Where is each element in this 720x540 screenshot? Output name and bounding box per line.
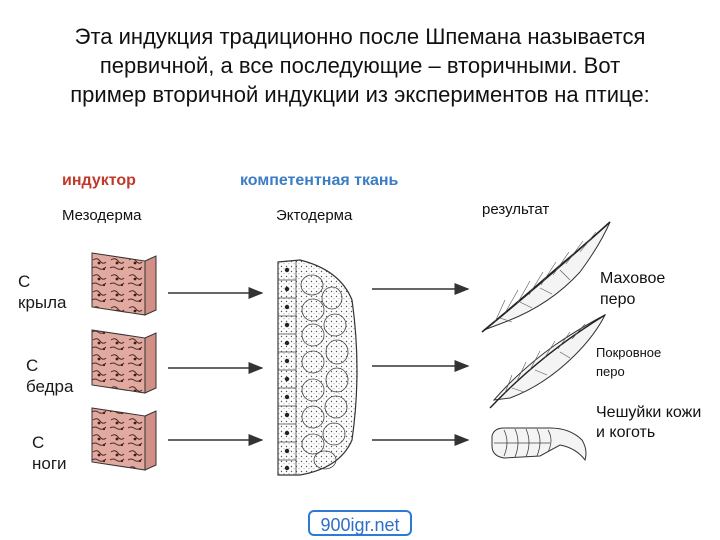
- mesoderm-label: Мезодерма: [62, 207, 142, 224]
- source-wing-label: С крыла: [18, 272, 67, 312]
- contour-feather-drawing: [489, 313, 607, 409]
- slide-title: Эта индукция традиционно после Шпемана н…: [70, 24, 650, 107]
- result-label: результат: [482, 201, 550, 218]
- inductor-header: индуктор: [62, 172, 136, 189]
- flight-feather-drawing: [481, 221, 611, 333]
- ectoderm-tissue: [277, 259, 358, 476]
- ectoderm-label: Эктодерма: [276, 207, 353, 224]
- mesoderm-block-thigh: [91, 329, 157, 394]
- source-leg-label: С ноги: [32, 433, 67, 473]
- result-flight-feather-label: Маховое перо: [600, 270, 666, 308]
- scales-claw-drawing: [491, 427, 587, 462]
- mesoderm-block-leg: [91, 407, 157, 471]
- competent-tissue-header: компетентная ткань: [240, 172, 399, 189]
- watermark-badge[interactable]: 900igr.net: [308, 510, 412, 536]
- result-scales-claw-label: Чешуйки кожи и коготь: [596, 404, 702, 441]
- mesoderm-block-wing: [91, 252, 157, 316]
- result-contour-feather-label: Покровное перо: [596, 345, 662, 379]
- source-thigh-label: С бедра: [26, 356, 74, 396]
